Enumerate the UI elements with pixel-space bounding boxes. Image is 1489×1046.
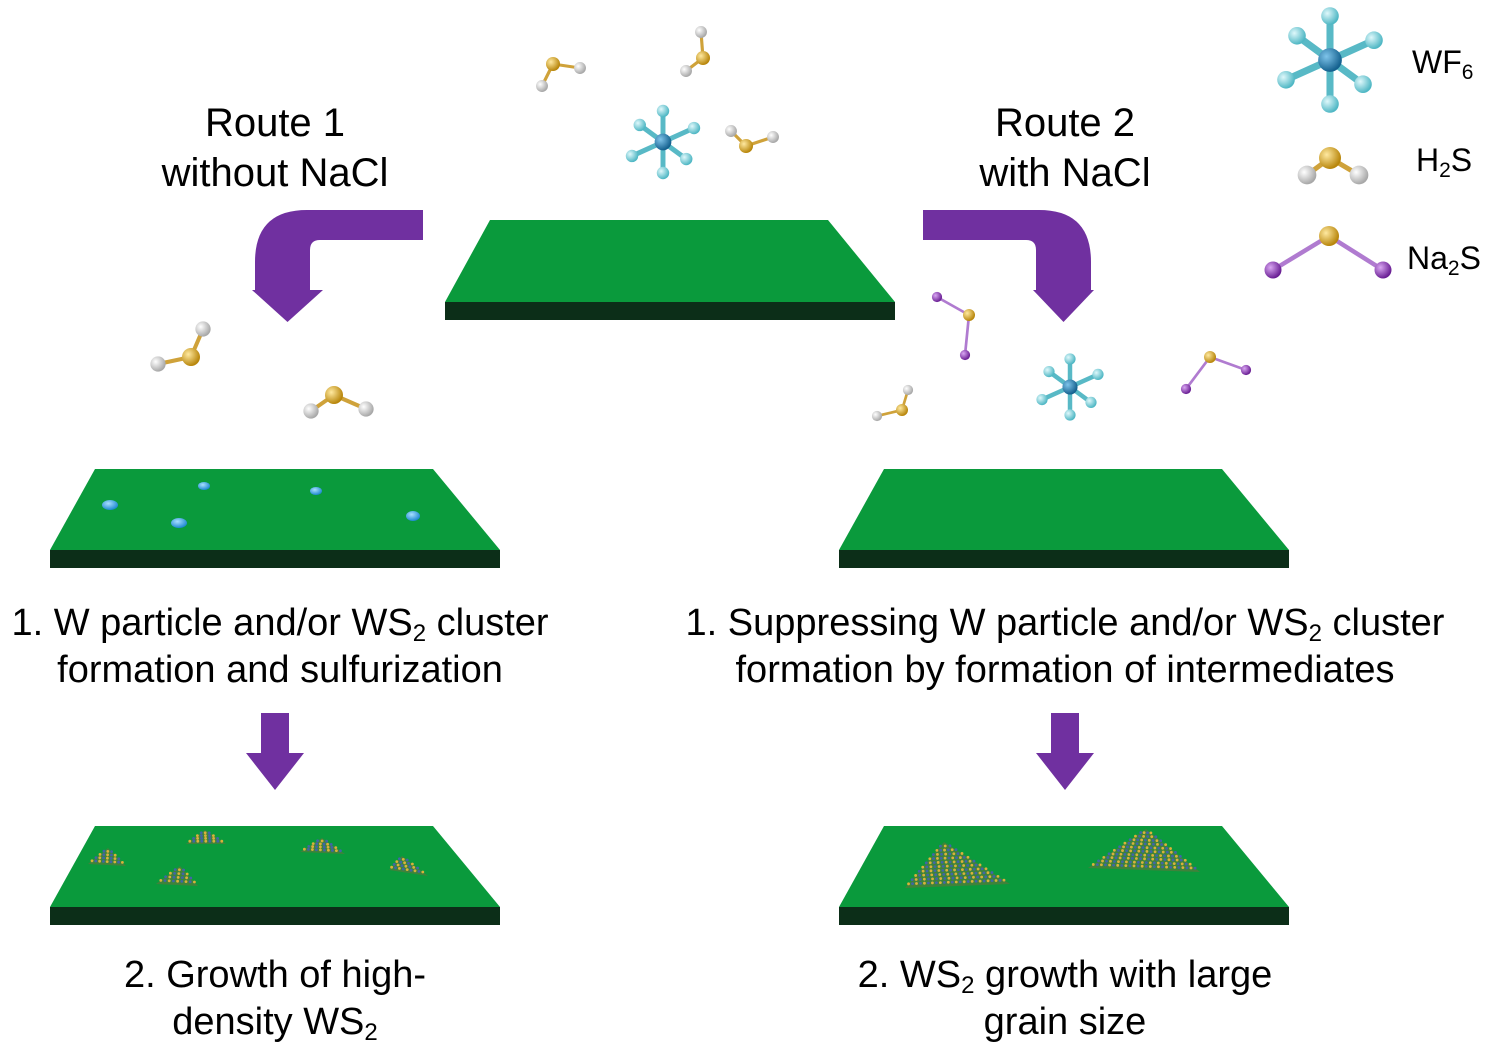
- wf6-molecule: [1036, 353, 1104, 421]
- ws2-small-flake: [389, 856, 428, 876]
- ws2-small-flake: [156, 866, 198, 886]
- ws2-small-flake: [88, 848, 126, 866]
- w-particle: [310, 487, 322, 495]
- ws2-large-flake: [1088, 829, 1200, 872]
- route2-down-arrow: [1036, 713, 1094, 790]
- w-particle: [102, 500, 118, 510]
- Na2S-molecule-icon: [1264, 226, 1392, 279]
- route2-title-line2: with NaCl: [979, 151, 1151, 195]
- legend-na2s-label: Na2S: [1407, 240, 1481, 280]
- h2s-molecule: [303, 386, 374, 419]
- legend-h2s-label: H2S: [1416, 142, 1473, 182]
- route1-step2-caption: 2. Growth of high- density WS2: [123, 954, 427, 1046]
- substrate-route1-step1: [50, 469, 500, 568]
- route2-title: Route 2 with NaCl: [920, 98, 1210, 198]
- w-particle: [406, 511, 420, 521]
- route2-step2-caption: 2. WS2 growth with large grain size: [857, 954, 1273, 1043]
- substrate-route1-step2: [50, 826, 500, 925]
- route1-down-arrow: [246, 713, 304, 790]
- substrate-route2-step2: [839, 826, 1289, 925]
- ws2-small-flake: [186, 830, 226, 844]
- route2-title-line1: Route 2: [994, 101, 1136, 145]
- route2-step1-caption: 1. Suppressing W particle and/or WS2 clu…: [685, 602, 1445, 691]
- ws2-large-flake: [905, 842, 1010, 888]
- ws2-small-flake: [300, 838, 345, 854]
- WF6-molecule-icon: [1277, 7, 1383, 113]
- substrate-top-center: [445, 220, 895, 320]
- legend-wf6-label: WF6: [1412, 44, 1474, 84]
- h2s-molecule: [536, 57, 586, 92]
- route1-step1-caption: 1. W particle and/or WS2 cluster formati…: [11, 602, 549, 691]
- route1-title-line1: Route 1: [204, 101, 346, 145]
- route1-title-line2: without NaCl: [161, 151, 389, 195]
- h2s-molecule: [871, 384, 914, 422]
- na2s-molecule: [1180, 351, 1252, 395]
- w-particle: [198, 482, 210, 490]
- h2s-molecule: [680, 26, 710, 77]
- route2-curved-arrow: [923, 210, 1094, 322]
- wf6-molecule: [625, 104, 701, 180]
- h2s-molecule: [725, 125, 779, 153]
- molecules: [150, 7, 1392, 422]
- ws2-flakes: [88, 829, 1200, 888]
- w-particle: [171, 518, 187, 528]
- H2S-molecule-icon: [1297, 147, 1369, 185]
- substrate-route2-step1: [839, 469, 1289, 568]
- h2s-molecule: [150, 321, 211, 372]
- w-particles: [102, 482, 420, 528]
- na2s-molecule: [931, 291, 975, 361]
- route1-title: Route 1 without NaCl: [130, 98, 420, 198]
- route1-curved-arrow: [252, 210, 423, 322]
